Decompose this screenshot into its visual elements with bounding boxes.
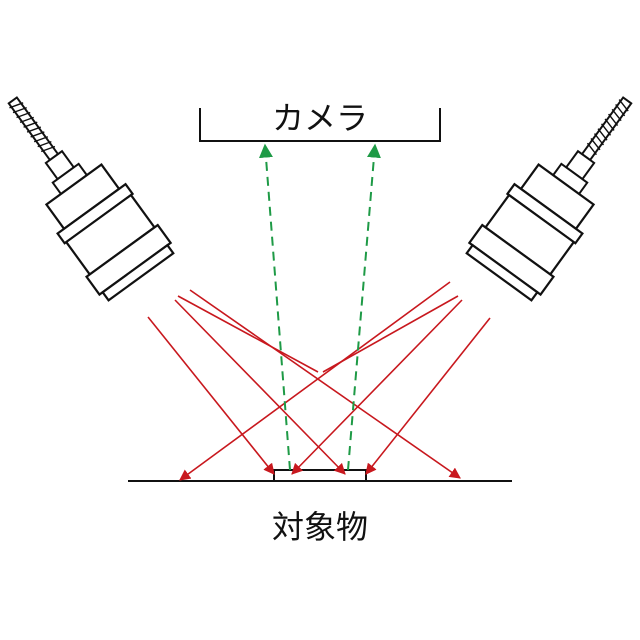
right-light-rays — [179, 281, 491, 481]
object-block — [273, 469, 367, 482]
left-light-rays — [147, 289, 461, 479]
object-label: 対象物 — [271, 508, 368, 546]
right-light — [465, 96, 633, 302]
reflected-rays — [258, 143, 381, 471]
left-light — [7, 96, 175, 302]
camera-label: カメラ — [271, 99, 368, 137]
camera-frame — [199, 108, 441, 142]
